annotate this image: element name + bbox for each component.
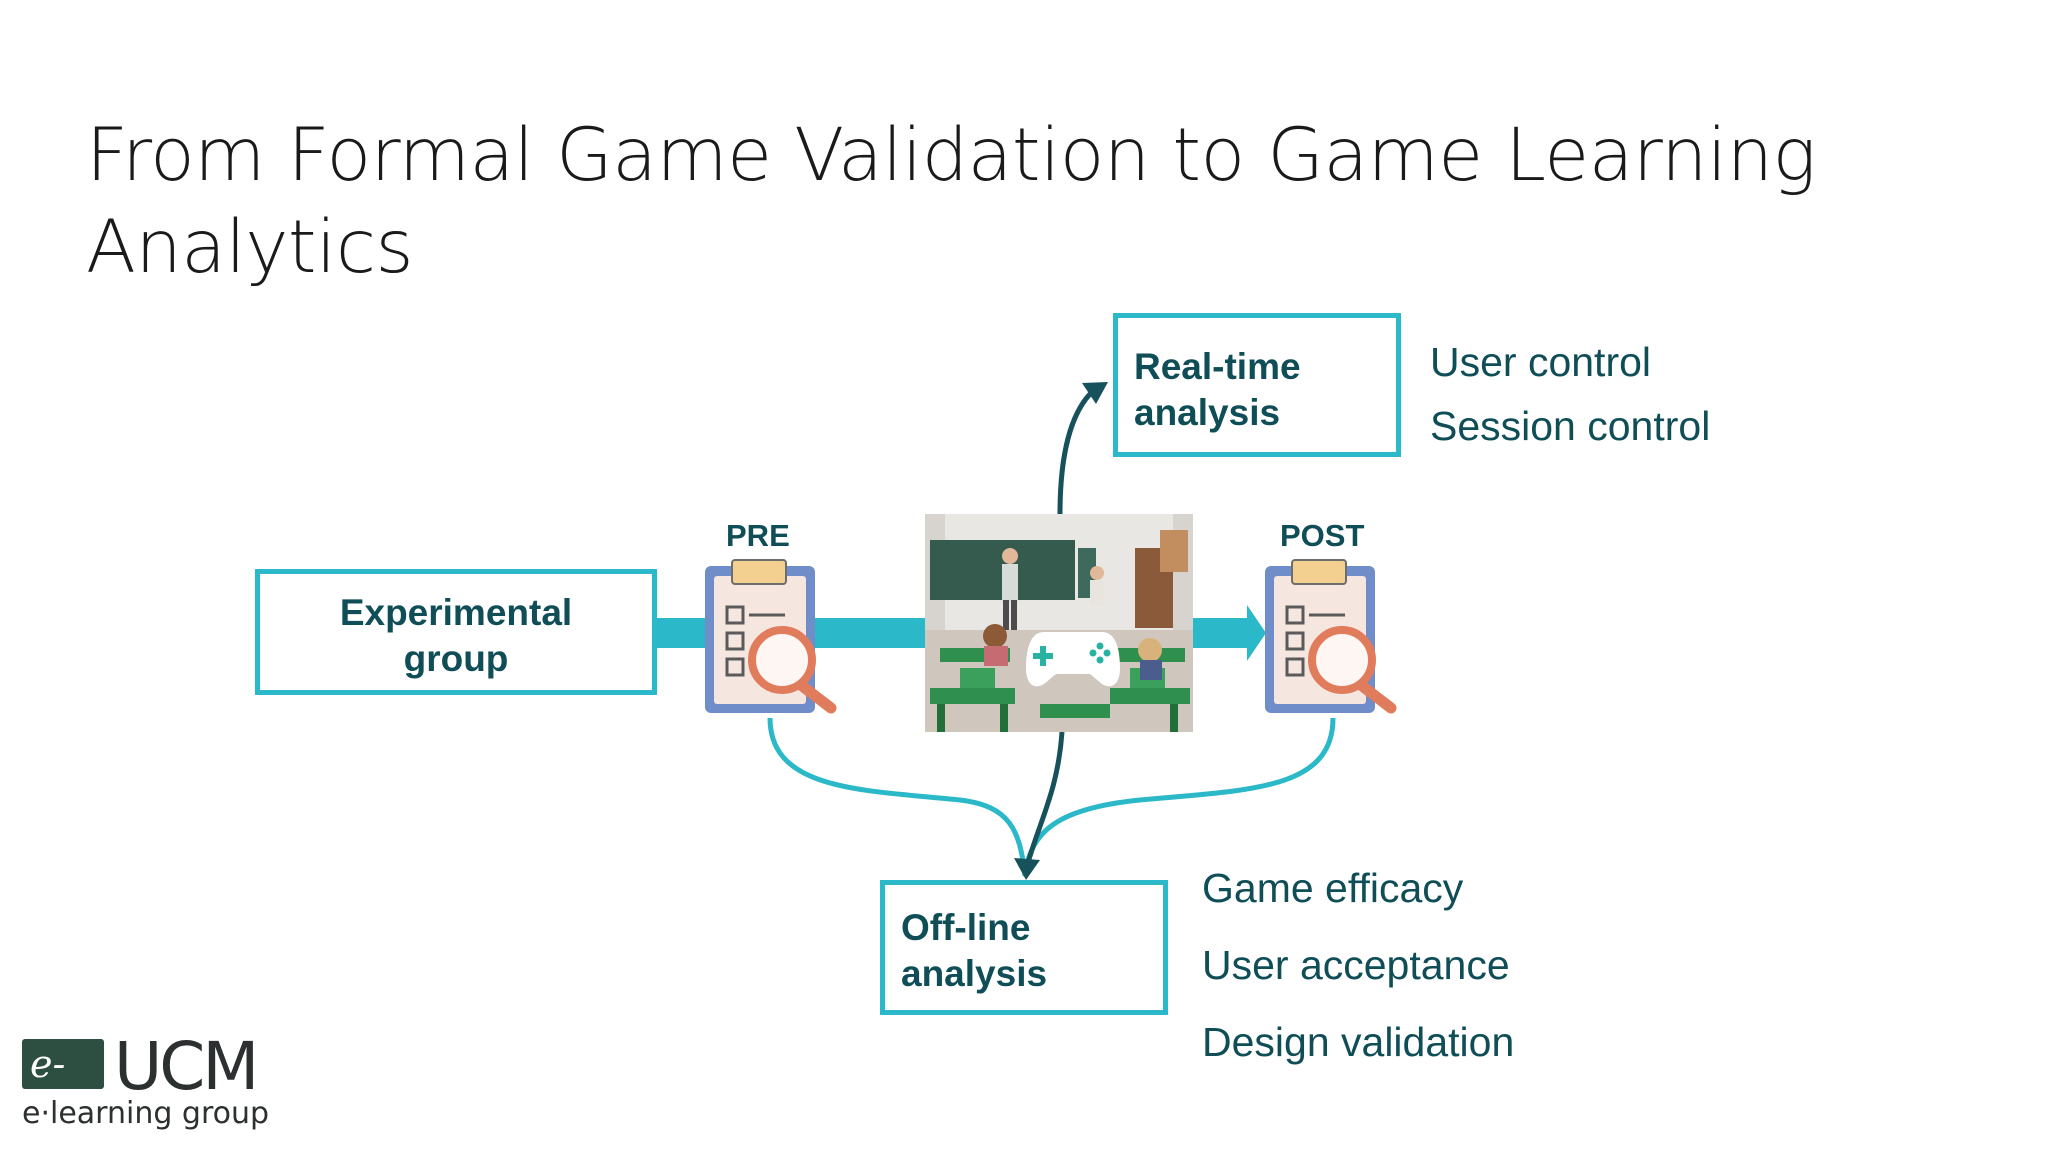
pre-label: PRE: [726, 518, 790, 553]
experimental-group-box: Experimental group: [255, 569, 657, 695]
slide-title: From Formal Game Validation to Game Lear…: [86, 110, 1886, 294]
offline-note: Design validation: [1202, 1019, 1515, 1065]
logo-name: UCM: [114, 1028, 259, 1105]
curve-post-to-offline: [1022, 717, 1336, 877]
slide-title-line-1: From Formal Game Validation to Game Lear…: [86, 113, 1816, 198]
ucm-logo: e- UCM e·learning group: [20, 1030, 280, 1140]
experimental-group-line-2: group: [403, 638, 509, 679]
arrow-game-to-realtime-head: [1082, 382, 1108, 404]
slide-title-line-2: Analytics: [86, 205, 414, 290]
offline-note: Game efficacy: [1202, 865, 1464, 911]
logo-mark: e-: [22, 1039, 104, 1089]
arrow-game-to-realtime: [1057, 392, 1092, 515]
gamepad-icon: [1026, 632, 1120, 687]
post-label: POST: [1280, 518, 1365, 553]
experimental-group-line-1: Experimental: [339, 592, 573, 633]
realtime-analysis-line-2: analysis: [1134, 392, 1281, 433]
realtime-note: Session control: [1430, 403, 1711, 449]
flow-arrow-right: [1193, 605, 1266, 661]
realtime-note: User control: [1430, 339, 1652, 385]
realtime-notes: User control Session control: [1430, 338, 1710, 466]
curve-pre-to-offline: [767, 717, 1028, 877]
offline-analysis-box: Off-line analysis: [880, 880, 1168, 1015]
realtime-analysis-line-1: Real-time: [1134, 346, 1301, 387]
logo-mark-text: e-: [30, 1042, 66, 1086]
logo-subtitle: e·learning group: [22, 1096, 270, 1131]
arrow-game-to-offline: [1024, 731, 1065, 867]
arrow-game-to-offline-head: [1014, 858, 1040, 880]
offline-analysis-line-2: analysis: [901, 953, 1048, 994]
realtime-analysis-box: Real-time analysis: [1113, 313, 1401, 457]
offline-note: User acceptance: [1202, 942, 1510, 988]
classroom-image: [925, 514, 1193, 732]
clipboard-search-icon: [705, 559, 837, 714]
offline-notes: Game efficacy User acceptance Design val…: [1202, 864, 1514, 1095]
clipboard-search-icon: [1265, 559, 1397, 714]
offline-analysis-line-1: Off-line: [901, 907, 1031, 948]
